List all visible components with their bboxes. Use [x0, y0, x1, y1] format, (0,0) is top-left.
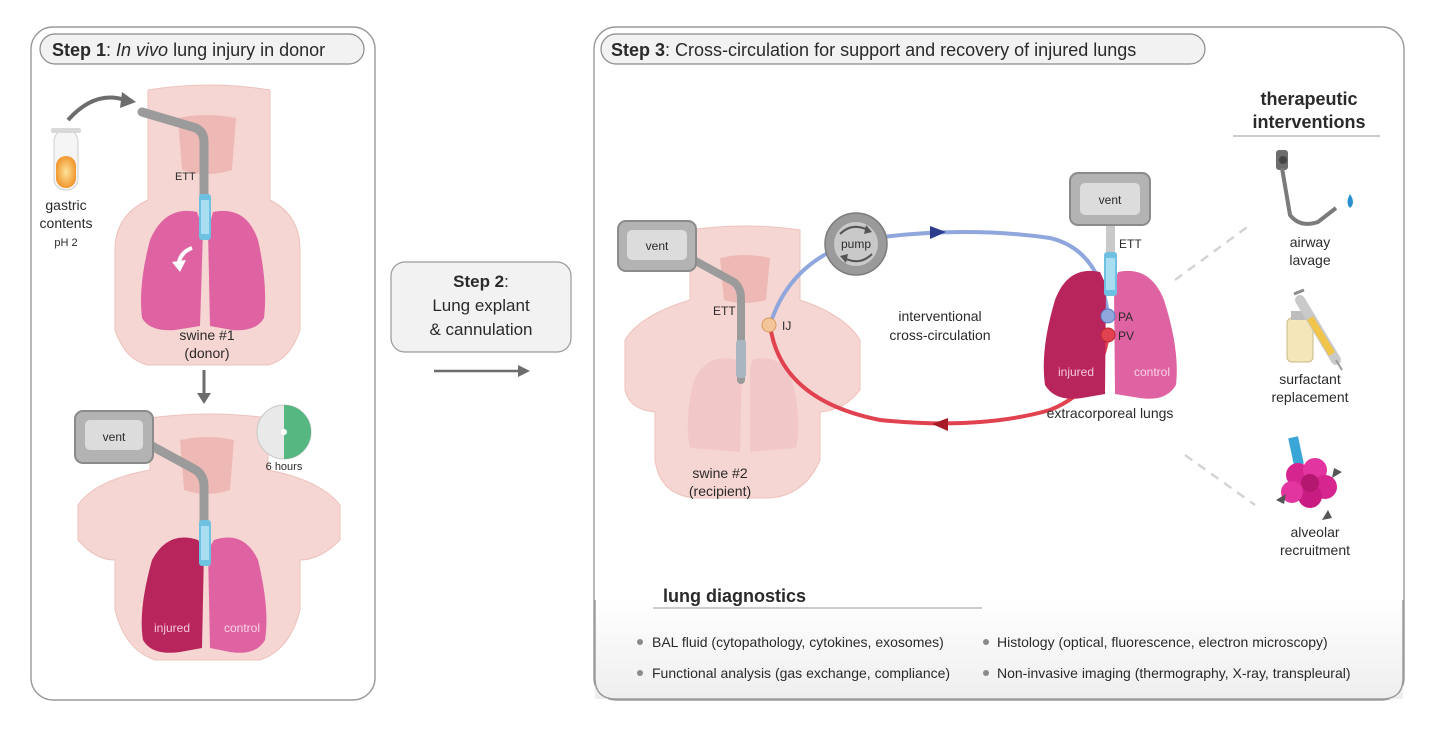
step3-right-ett-label: ETT — [1119, 237, 1142, 251]
intervention-2-line2: replacement — [1271, 389, 1348, 405]
step1-ventilator: vent — [74, 410, 154, 464]
step1-heading-italic: In vivo — [116, 40, 168, 60]
surfactant-vial-syringe-icon — [1286, 288, 1343, 371]
gastric-label-line1: gastric — [45, 197, 86, 213]
step1-control-label: control — [224, 621, 260, 635]
step1-heading: Step 1: In vivo lung injury in donor — [39, 33, 365, 65]
venous-line — [768, 230, 1110, 326]
step2-line1: Lung explant — [432, 296, 530, 315]
swine1-label-line2: (donor) — [184, 345, 229, 361]
intervention-1-line1: airway — [1290, 234, 1330, 250]
donor-left-lung — [141, 210, 203, 331]
step3-left-vent-label: vent — [646, 239, 669, 253]
step3-left-ett-label: ETT — [713, 304, 736, 318]
intervention-2-line1: surfactant — [1279, 371, 1341, 387]
gastric-label-line2: contents — [40, 215, 93, 231]
arterial-flow-arrow-icon — [932, 418, 948, 431]
timer-label: 6 hours — [266, 461, 303, 473]
diagnostic-item: BAL fluid (cytopathology, cytokines, exo… — [652, 634, 944, 650]
extracorporeal-label: extracorporeal lungs — [1047, 405, 1174, 421]
therapeutic-title-line1: therapeutic — [1260, 89, 1357, 109]
donor-right-lung — [208, 210, 266, 331]
swine2-label-line2: (recipient) — [689, 483, 751, 499]
timer-icon — [256, 404, 312, 460]
swine2-label-line1: swine #2 — [692, 465, 747, 481]
xc-injured-lung — [1043, 270, 1106, 399]
diagnostics-list: BAL fluid (cytopathology, cytokines, exo… — [637, 634, 1351, 681]
intervention-1-line2: lavage — [1289, 252, 1330, 268]
venous-flow-arrow-icon — [930, 226, 946, 239]
diagnostics-title: lung diagnostics — [663, 586, 806, 606]
ij-label: IJ — [782, 319, 791, 333]
step3-heading-bold: Step 3 — [611, 40, 665, 60]
svg-text:Step 1: In vivo lung injury in: Step 1: In vivo lung injury in donor — [52, 40, 325, 60]
gastric-tube-icon — [51, 128, 81, 191]
step1-panel: Step 1: In vivo lung injury in donor — [30, 26, 376, 701]
donor-control-lung — [208, 537, 267, 653]
swine1-label-line1: swine #1 — [179, 327, 234, 343]
pa-cannula — [1100, 308, 1116, 324]
alveoli-icon — [1276, 436, 1342, 520]
swine2-body-illustration — [624, 225, 861, 499]
pv-label: PV — [1118, 329, 1134, 343]
step3-right-vent-label: vent — [1099, 193, 1122, 207]
step3-heading: Step 3: Cross-circulation for support an… — [600, 33, 1206, 65]
extracorporeal-lungs-illustration — [1043, 225, 1177, 399]
svg-text:Step 3: Cross-circulation for: Step 3: Cross-circulation for support an… — [611, 40, 1136, 60]
step3-injured-label: injured — [1058, 365, 1094, 379]
xc-control-lung — [1114, 270, 1177, 399]
step1-down-arrow-icon — [197, 370, 211, 404]
step3-right-ventilator: vent — [1069, 172, 1151, 226]
swine1-body-illustration — [114, 84, 301, 366]
pv-cannula — [1100, 327, 1116, 343]
instillation-arrow-icon — [66, 95, 126, 122]
step2-arrow-icon — [434, 365, 530, 377]
diagnostic-item: Functional analysis (gas exchange, compl… — [652, 665, 950, 681]
bronchoscope-icon — [1276, 150, 1353, 226]
step3-control-label: control — [1134, 365, 1170, 379]
therapeutic-title-line2: interventions — [1252, 112, 1365, 132]
intervention-3-line2: recruitment — [1280, 542, 1350, 558]
xc-label-line1: interventional — [898, 308, 981, 324]
step1-injured-label: injured — [154, 621, 190, 635]
step2-heading-bold: Step 2 — [453, 272, 504, 291]
step1-heading-bold: Step 1 — [52, 40, 106, 60]
donor-injured-lung — [141, 537, 204, 653]
step1-vent-label: vent — [103, 430, 126, 444]
swine1-ventilated-illustration — [77, 413, 341, 661]
step2-box: Step 2: Lung explant & cannulation — [390, 261, 572, 353]
ij-cannula — [761, 317, 777, 333]
pa-label: PA — [1118, 310, 1133, 324]
intervention-3-line1: alveolar — [1290, 524, 1339, 540]
step2-line2: & cannulation — [429, 320, 532, 339]
diagnostic-item: Non-invasive imaging (thermography, X-ra… — [997, 665, 1351, 681]
pump-icon: pump — [824, 212, 888, 276]
step3-left-ventilator: vent — [617, 220, 697, 272]
diagnostic-item: Histology (optical, fluorescence, electr… — [997, 634, 1328, 650]
svg-text:Step 2:: Step 2: — [453, 272, 509, 291]
step1-ett-label: ETT — [175, 171, 196, 183]
pump-label: pump — [841, 237, 871, 251]
step3-panel: Step 3: Cross-circulation for support an… — [593, 26, 1405, 701]
xc-label-line2: cross-circulation — [889, 327, 990, 343]
gastric-ph-label: pH 2 — [54, 237, 77, 249]
